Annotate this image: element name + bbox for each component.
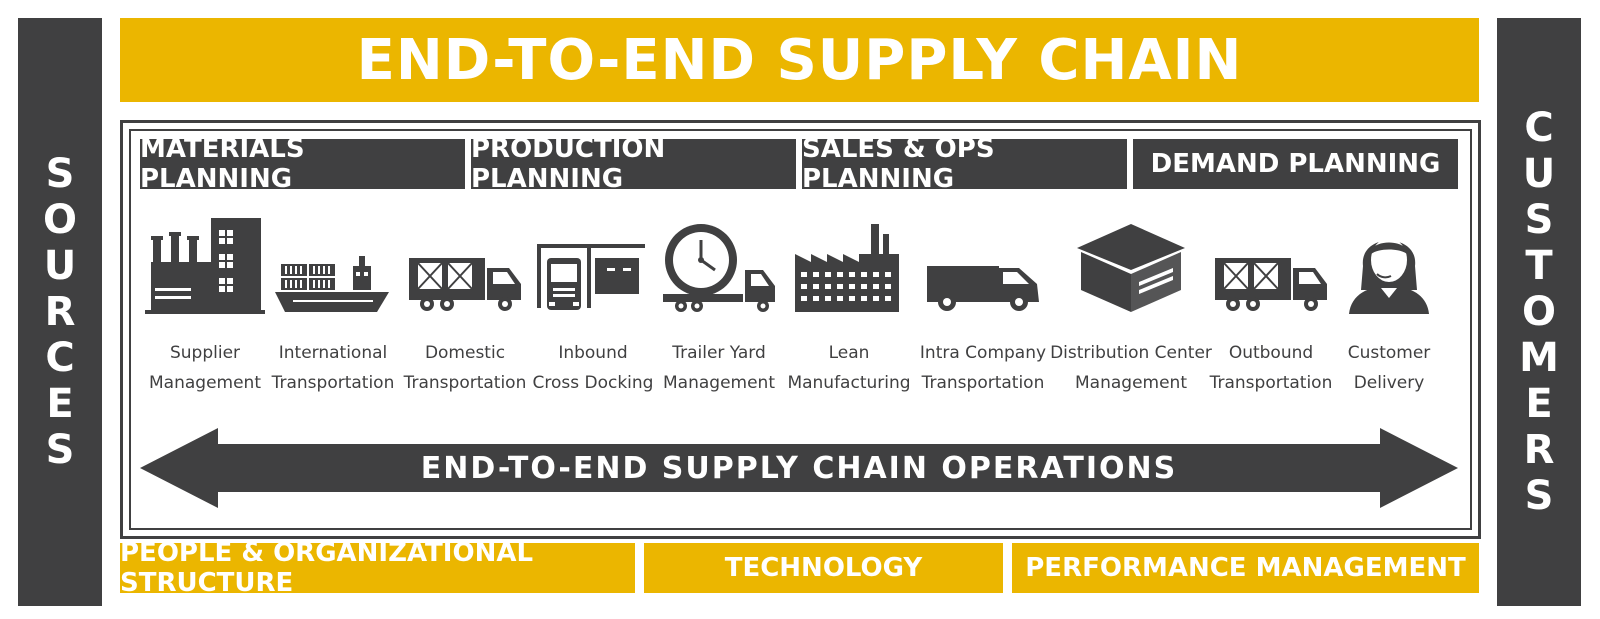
step-label-line2: Manufacturing bbox=[787, 373, 911, 393]
people-organizational-structure-box: PEOPLE & ORGANIZATIONAL STRUCTURE bbox=[120, 538, 635, 598]
step-label-line1: Outbound bbox=[1228, 343, 1314, 363]
step-outbound-transportation: Outbound Transportation bbox=[1206, 218, 1336, 398]
clock-trailer-icon bbox=[663, 224, 775, 312]
foundations-row: PEOPLE & ORGANIZATIONAL STRUCTURE TECHNO… bbox=[120, 538, 1479, 598]
diagram-title: END-TO-END SUPPLY CHAIN bbox=[120, 18, 1479, 102]
step-customer-delivery: Customer Delivery bbox=[1324, 218, 1454, 398]
step-label-line2: Management bbox=[1075, 373, 1187, 393]
step-label-line1: Distribution Center bbox=[1050, 343, 1212, 363]
factory-building-icon bbox=[145, 218, 265, 314]
step-inbound-cross-docking: Inbound Cross Docking bbox=[528, 218, 658, 398]
warehouse-icon bbox=[1077, 224, 1185, 312]
step-distribution-center-management: Distribution Center Management bbox=[1050, 218, 1212, 398]
customer-service-agent-icon bbox=[1349, 238, 1429, 314]
sales-ops-planning-box: SALES & OPS PLANNING bbox=[802, 134, 1127, 194]
performance-management-box: PERFORMANCE MANAGEMENT bbox=[1012, 543, 1479, 593]
step-label-line2: Cross Docking bbox=[532, 373, 654, 393]
step-label-line1: Inbound bbox=[558, 343, 628, 363]
sources-label: S O U R C E S bbox=[42, 151, 77, 473]
production-planning-box: PRODUCTION PLANNING bbox=[471, 134, 796, 194]
operations-label: END-TO-END SUPPLY CHAIN OPERATIONS bbox=[420, 450, 1178, 486]
planning-row: MATERIALS PLANNING PRODUCTION PLANNING S… bbox=[140, 134, 1458, 194]
step-label-line2: Delivery bbox=[1353, 373, 1425, 393]
step-trailer-yard-management: Trailer Yard Management bbox=[654, 218, 784, 398]
loading-dock-truck-icon bbox=[537, 244, 645, 310]
step-label-line2: Transportation bbox=[1209, 373, 1333, 393]
demand-planning-box: DEMAND PLANNING bbox=[1133, 139, 1458, 189]
manufacturing-plant-icon bbox=[795, 224, 899, 312]
cargo-ship-icon bbox=[275, 256, 389, 312]
step-label-line2: Transportation bbox=[403, 373, 527, 393]
step-label-line2: Transportation bbox=[921, 373, 1045, 393]
step-lean-manufacturing: Lean Manufacturing bbox=[784, 218, 914, 398]
freight-truck-icon bbox=[409, 258, 521, 311]
step-label-line1: Domestic bbox=[424, 343, 506, 363]
materials-planning-box: MATERIALS PLANNING bbox=[140, 134, 465, 194]
step-label-line1: Supplier bbox=[169, 343, 241, 363]
main-inner-border bbox=[129, 129, 1472, 530]
step-international-transportation: International Transportation bbox=[268, 218, 398, 398]
technology-box: TECHNOLOGY bbox=[644, 543, 1003, 593]
customers-label: C U S T O M E R S bbox=[1519, 105, 1559, 519]
customers-bar: C U S T O M E R S bbox=[1497, 18, 1581, 606]
step-label-line1: International bbox=[278, 343, 388, 363]
step-label-line2: Transportation bbox=[271, 373, 395, 393]
operations-double-arrow bbox=[140, 428, 1458, 508]
sources-bar: S O U R C E S bbox=[18, 18, 102, 606]
step-label-line1: Lean bbox=[828, 343, 870, 363]
step-label-line2: Management bbox=[149, 373, 261, 393]
freight-truck-icon bbox=[1215, 258, 1327, 311]
step-label-line1: Intra Company bbox=[919, 343, 1047, 363]
step-intra-company-transportation: Intra Company Transportation bbox=[918, 218, 1048, 398]
step-supplier-management: Supplier Management bbox=[140, 218, 270, 398]
step-label-line1: Trailer Yard bbox=[672, 343, 766, 363]
step-label-line2: Management bbox=[663, 373, 775, 393]
step-label-line1: Customer bbox=[1347, 343, 1431, 363]
step-domestic-transportation: Domestic Transportation bbox=[400, 218, 530, 398]
delivery-van-icon bbox=[927, 266, 1039, 311]
steps-row: Supplier Management International bbox=[140, 218, 1458, 398]
